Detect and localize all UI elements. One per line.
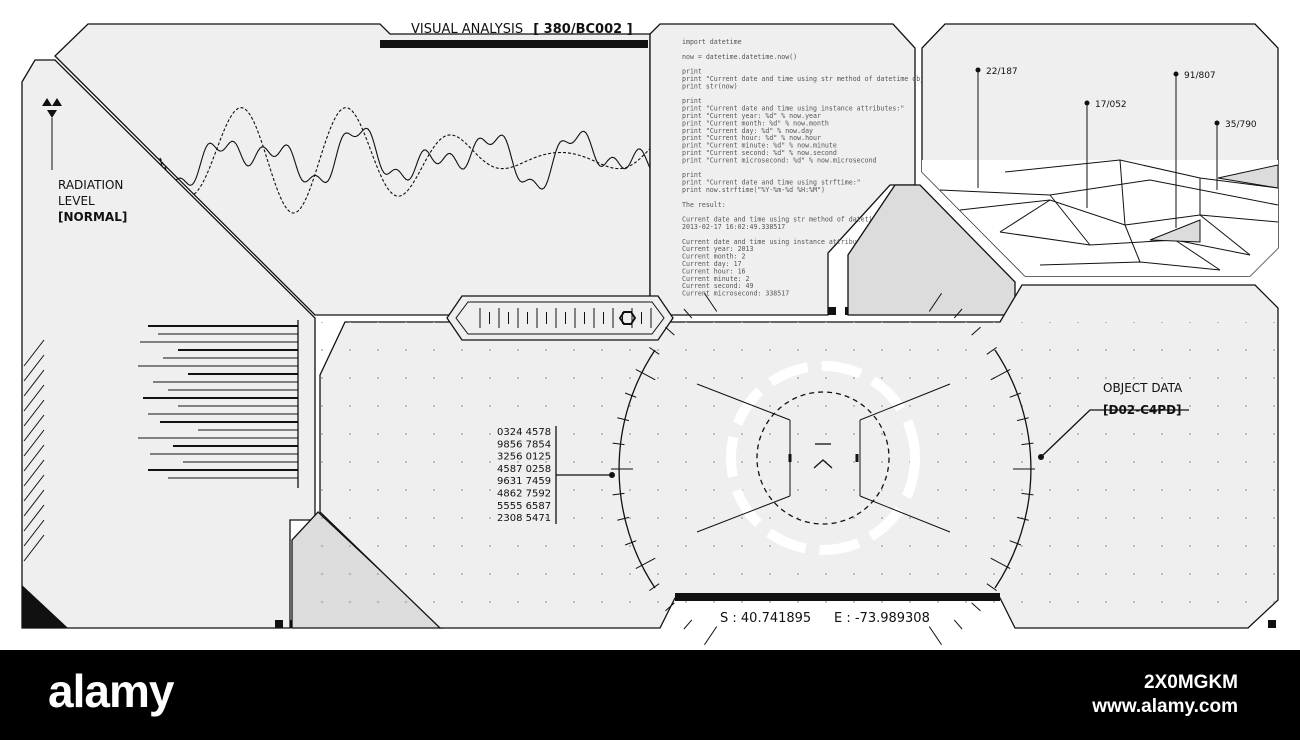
number-list-item: 9856 7854 — [497, 439, 551, 450]
code-line: import datetime — [682, 38, 742, 46]
terrain-panel: 22/187 17/052 91/807 35/790 — [921, 23, 1279, 277]
footer-bar: alamy 2X0MGKM www.alamy.com — [0, 650, 1300, 740]
code-line: Current date and time using str method o… — [682, 216, 912, 224]
image-id: 2X0MGKM — [1144, 672, 1238, 693]
slider-handle-icon[interactable] — [618, 311, 637, 325]
code-line: print "Current second: %d" % now.second — [682, 149, 837, 157]
code-line: print "Current minute: %d" % now.minute — [682, 142, 837, 150]
radiation-label-line2: LEVEL — [58, 194, 95, 208]
terrain-marker-label: 17/052 — [1095, 100, 1127, 110]
radiation-status: [NORMAL] — [58, 210, 127, 224]
code-line: print "Current year: %d" % now.year — [682, 112, 821, 120]
code-line: print "Current hour: %d" % now.hour — [682, 134, 821, 142]
number-list-item: 4587 0258 — [497, 464, 551, 475]
target-reticle — [609, 292, 1044, 646]
code-line: Current day: 17 — [682, 260, 742, 268]
code-line: print — [682, 171, 702, 179]
coord-s: S : 40.741895 — [720, 611, 811, 626]
wave-solid — [159, 127, 651, 190]
decor-shape — [847, 184, 1016, 316]
header-title-code: [ 380/BC002 ] — [533, 22, 632, 37]
hud-interface: VISUAL ANALYSIS [ 380/BC002 ] import dat… — [21, 22, 1279, 646]
terrain-marker-label: 35/790 — [1225, 120, 1257, 130]
number-list-item: 2308 5471 — [497, 513, 551, 524]
hatch-lines — [23, 339, 45, 562]
code-line: 2013-02-17 16:02:49.338517 — [682, 223, 785, 231]
code-line: Current month: 2 — [682, 253, 746, 261]
object-data-label: OBJECT DATA — [1103, 381, 1183, 395]
code-line: print now.strftime("%Y-%m-%d %H:%M") — [682, 186, 825, 194]
number-list-item: 0324 4578 — [497, 427, 551, 438]
code-line: print "Current day: %d" % now.day — [682, 127, 813, 135]
object-data: OBJECT DATA [D02-C4PD] — [1040, 381, 1189, 458]
code-line: print — [682, 68, 702, 76]
radiation-label-line1: RADIATION — [58, 178, 123, 192]
code-line: print "Current microsecond: %d" % now.mi… — [682, 156, 877, 164]
code-line: print str(now) — [682, 82, 738, 90]
terrain-marker-label: 91/807 — [1184, 71, 1216, 81]
number-list-item: 9631 7459 — [497, 476, 551, 487]
object-data-code: [D02-C4PD] — [1103, 403, 1182, 417]
terrain-marker-label: 22/187 — [986, 67, 1018, 77]
number-list-item: 4862 7592 — [497, 489, 551, 500]
radiation-icon — [42, 98, 62, 170]
code-line: Current microsecond: 338517 — [682, 290, 789, 298]
code-panel: import datetime now = datetime.datetime.… — [649, 23, 944, 316]
code-line: Current hour: 16 — [682, 267, 746, 275]
code-line: Current second: 49 — [682, 282, 753, 290]
code-line: The result: — [682, 201, 726, 209]
code-line: now = datetime.datetime.now() — [682, 53, 797, 61]
header-bar — [380, 40, 648, 48]
waveform-chart — [159, 107, 651, 214]
code-line: print "Current month: %d" % now.month — [682, 119, 829, 127]
code-listing: import datetime now = datetime.datetime.… — [682, 38, 944, 298]
left-panel — [21, 59, 316, 629]
code-line: Current year: 2013 — [682, 245, 753, 253]
footer-url: www.alamy.com — [1092, 696, 1238, 717]
header-title-prefix: VISUAL ANALYSIS — [411, 22, 523, 37]
level-bars — [138, 320, 299, 488]
code-line: print — [682, 97, 702, 105]
terrain-mesh: 22/187 17/052 91/807 35/790 — [922, 67, 1279, 276]
number-list-item: 3256 0125 — [497, 452, 551, 463]
code-line: print "Current date and time using strft… — [682, 179, 861, 187]
ruler-slider[interactable] — [446, 295, 674, 341]
number-list-item: 5555 6587 — [497, 501, 551, 512]
code-line: print "Current date and time using str m… — [682, 75, 944, 83]
code-line: print "Current date and time using insta… — [682, 105, 904, 113]
wave-dashed — [159, 107, 651, 214]
coord-e: E : -73.989308 — [834, 611, 930, 626]
code-line: Current date and time using instance att… — [682, 238, 873, 246]
code-line: Current minute: 2 — [682, 275, 750, 283]
brand-logo: alamy — [48, 665, 174, 717]
header-title: VISUAL ANALYSIS [ 380/BC002 ] — [411, 22, 633, 37]
